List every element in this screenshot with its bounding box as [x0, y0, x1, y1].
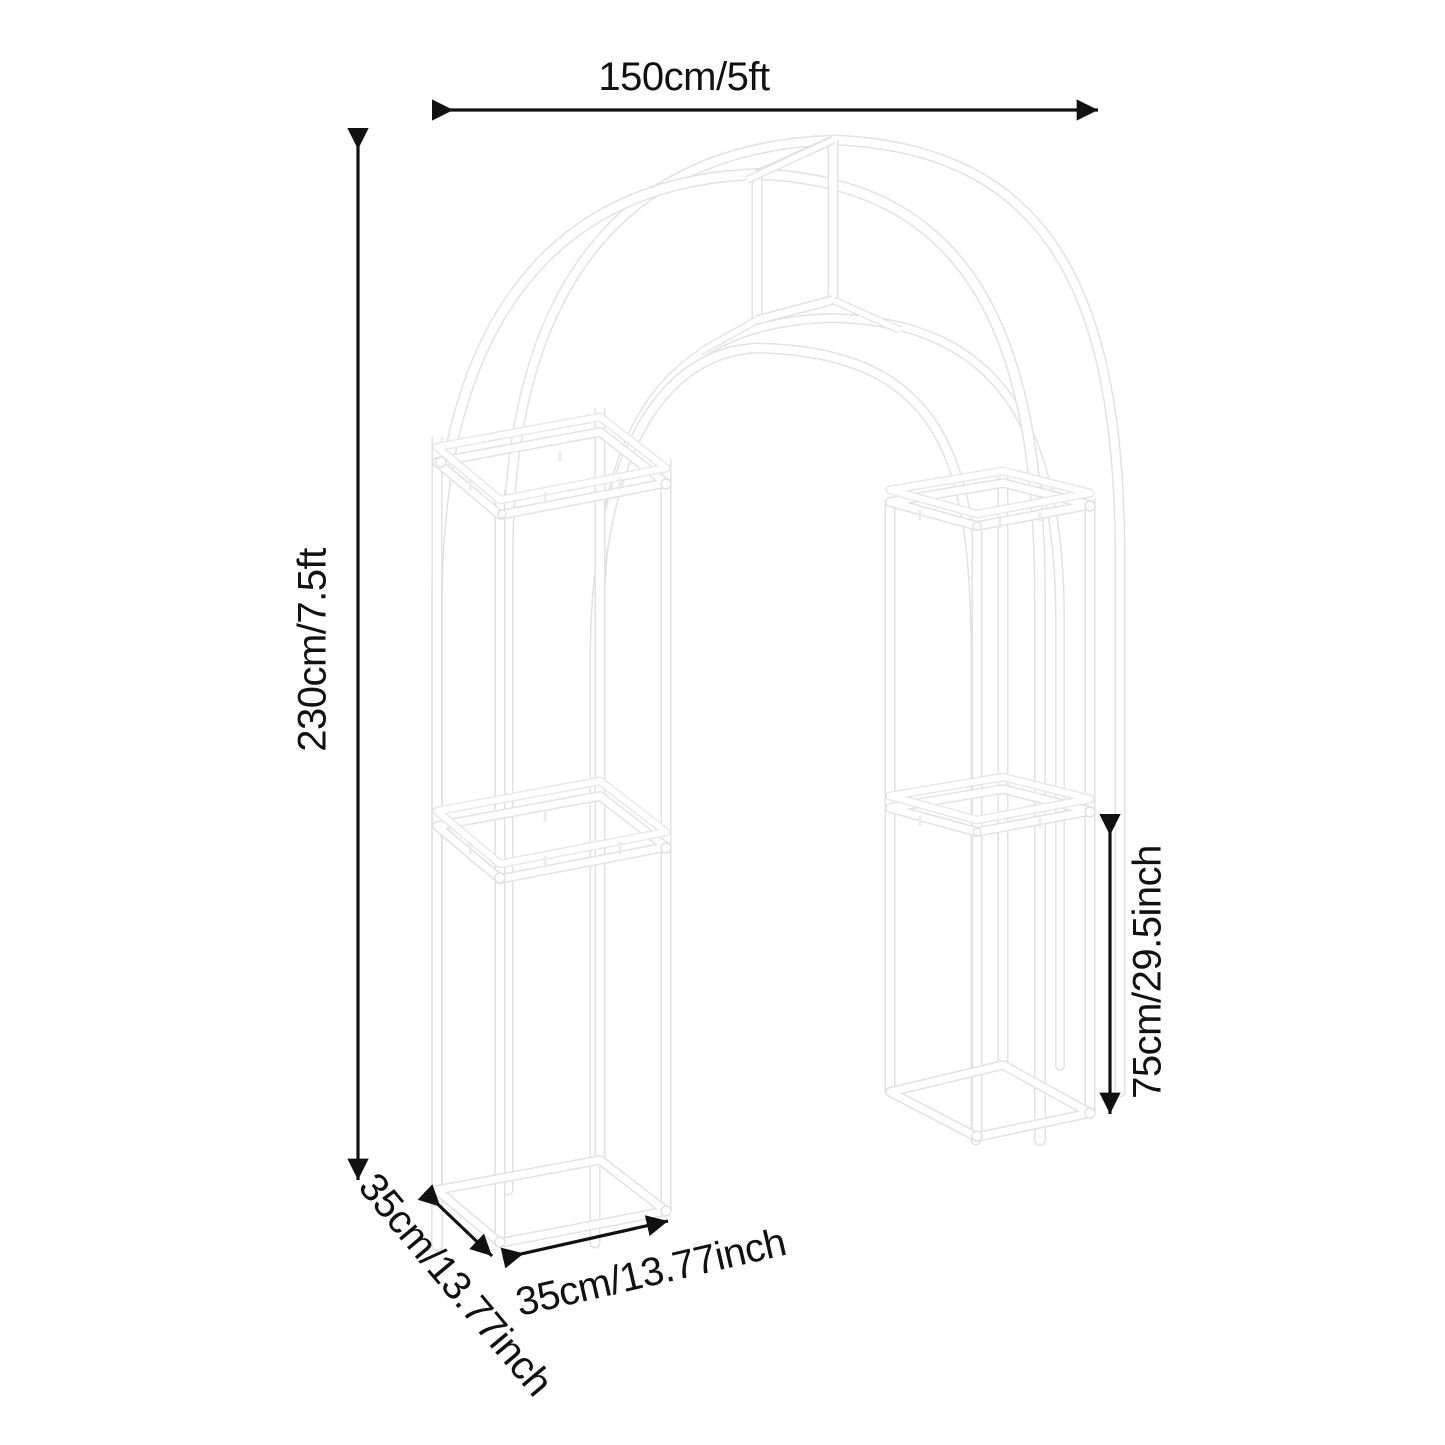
arch-frame	[431, 134, 1126, 1251]
left-column-middle-shelf	[432, 776, 672, 884]
base-width-arrow	[500, 1215, 669, 1269]
left-column-top-shelf	[432, 412, 672, 520]
left-column-base-frame	[432, 1155, 672, 1248]
dimension-lines	[347, 99, 1121, 1269]
base-depth-arrow	[417, 1184, 494, 1258]
right-column-base-frame	[885, 1060, 1096, 1142]
right-column-top-shelf	[885, 466, 1096, 531]
front-inner-arch	[589, 342, 982, 1249]
apex-connector-assembly	[698, 135, 902, 356]
column-section-height-label: 75cm/29.5inch	[1125, 845, 1170, 1099]
right-column-middle-shelf	[885, 772, 1096, 837]
left-column-box	[431, 408, 672, 1248]
right-column-box	[884, 466, 1096, 1142]
overall-height-label: 230cm/7.5ft	[290, 548, 335, 752]
overall-width-label: 150cm/5ft	[598, 55, 770, 99]
